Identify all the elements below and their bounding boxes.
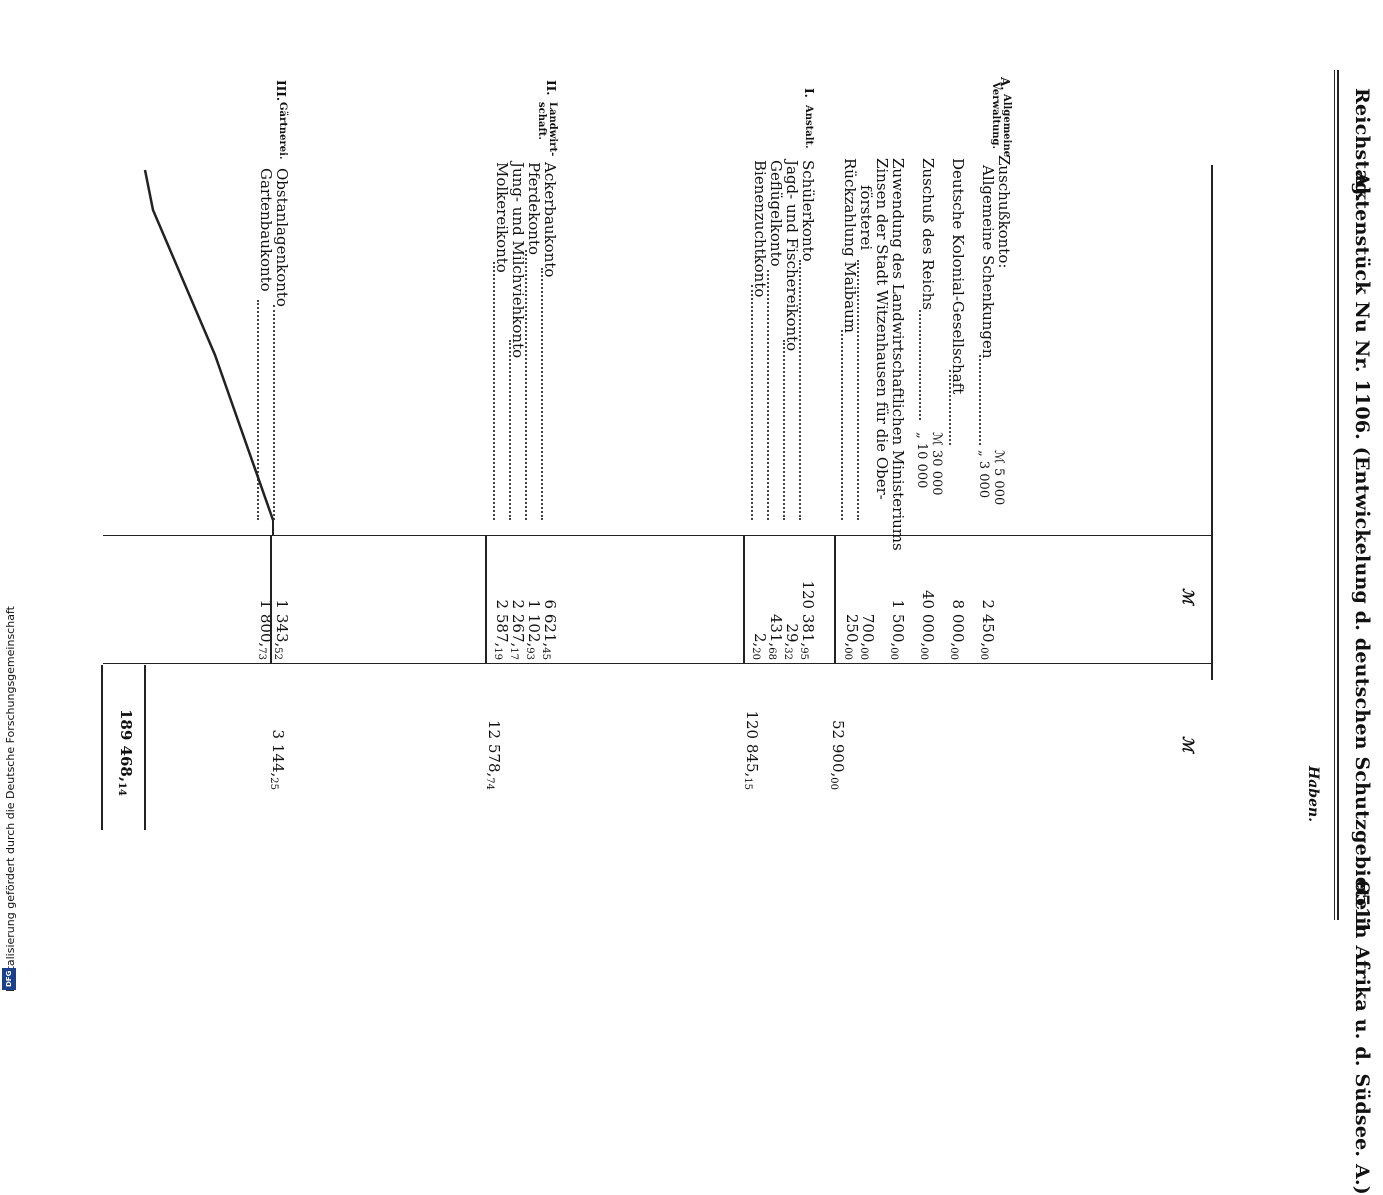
- dfg-logo: DFG: [2, 968, 16, 990]
- grand-total-rule: [144, 665, 146, 830]
- footer-text: Digitalisierung gefördert durch die Deut…: [4, 606, 17, 992]
- dfg-footer: Digitalisierung gefördert durch die Deut…: [0, 0, 22, 1000]
- rotated-document-page: Reichstag. Aktenstück Nu Nr. 1106. (Entw…: [101, 70, 1373, 1195]
- cancel-stroke: [143, 169, 275, 535]
- grand-total-rule-bottom: [101, 665, 103, 830]
- grand-total: 189 468,14: [116, 709, 135, 796]
